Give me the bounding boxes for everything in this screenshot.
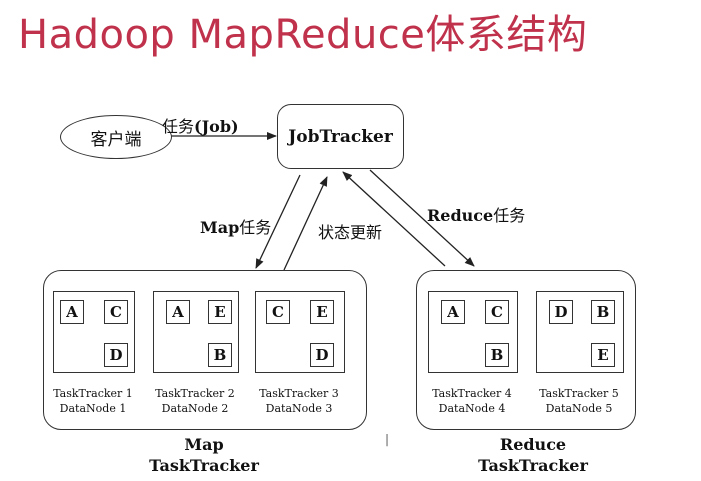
tasktracker-4-box: A C B bbox=[428, 291, 518, 373]
tasktracker-5-box: D B E bbox=[536, 291, 624, 373]
map-group-label-line1: Map bbox=[184, 435, 224, 454]
map-group-label-line2: TaskTracker bbox=[149, 456, 259, 475]
tasktracker-1-name: TaskTracker 1 bbox=[53, 387, 133, 400]
block-a: A bbox=[166, 300, 190, 324]
reduce-group-label-line2: TaskTracker bbox=[478, 456, 588, 475]
reduce-task-label: Reduce任务 bbox=[427, 202, 525, 226]
separator-mark: | bbox=[385, 432, 390, 446]
block-b: B bbox=[591, 300, 615, 324]
block-e: E bbox=[310, 300, 334, 324]
client-label: 客户端 bbox=[90, 129, 142, 150]
reduce-task-label-cjk: 任务 bbox=[493, 206, 526, 225]
tasktracker-3-name: TaskTracker 3 bbox=[259, 387, 339, 400]
arrow-reduce-task bbox=[342, 171, 446, 267]
tasktracker-3-caption: TaskTracker 3 DataNode 3 bbox=[255, 386, 343, 416]
block-d: D bbox=[310, 343, 334, 367]
tasktracker-2-box: A E B bbox=[153, 291, 239, 373]
block-b: B bbox=[208, 343, 232, 367]
tasktracker-4-name: TaskTracker 4 bbox=[432, 387, 512, 400]
status-update-label: 状态更新 bbox=[318, 223, 383, 242]
tasktracker-3-box: C E D bbox=[255, 291, 345, 373]
arrow-status-update bbox=[283, 176, 328, 271]
tasktracker-5-caption: TaskTracker 5 DataNode 5 bbox=[536, 386, 622, 416]
block-a: A bbox=[441, 300, 465, 324]
tasktracker-2-name: TaskTracker 2 bbox=[155, 387, 235, 400]
job-edge-label: 任务(Job) bbox=[162, 113, 239, 137]
reduce-group-label-line1: Reduce bbox=[499, 435, 567, 454]
map-task-label-cjk: 任务 bbox=[239, 218, 272, 237]
map-task-label-map: Map bbox=[200, 218, 240, 237]
datanode-4-name: DataNode 4 bbox=[438, 402, 506, 415]
jobtracker-label: JobTracker bbox=[288, 126, 393, 147]
block-e: E bbox=[208, 300, 232, 324]
block-c: C bbox=[266, 300, 290, 324]
tasktracker-1-caption: TaskTracker 1 DataNode 1 bbox=[53, 386, 133, 416]
reduce-group-label: Reduce TaskTracker bbox=[468, 434, 598, 476]
datanode-1-name: DataNode 1 bbox=[59, 402, 127, 415]
arrow-map-task bbox=[255, 174, 301, 269]
tasktracker-4-caption: TaskTracker 4 DataNode 4 bbox=[428, 386, 516, 416]
datanode-3-name: DataNode 3 bbox=[265, 402, 333, 415]
tasktracker-2-caption: TaskTracker 2 DataNode 2 bbox=[153, 386, 237, 416]
block-d: D bbox=[549, 300, 573, 324]
block-b: B bbox=[485, 343, 509, 367]
map-group-label: Map TaskTracker bbox=[144, 434, 264, 476]
tasktracker-1-box: A C D bbox=[53, 291, 135, 373]
map-task-label: Map任务 bbox=[200, 214, 271, 238]
job-edge-label-job: (Job) bbox=[194, 117, 239, 136]
block-a: A bbox=[60, 300, 84, 324]
job-edge-label-cjk: 任务 bbox=[162, 117, 195, 136]
block-d: D bbox=[104, 343, 128, 367]
jobtracker-node: JobTracker bbox=[277, 104, 404, 169]
datanode-2-name: DataNode 2 bbox=[161, 402, 229, 415]
block-e: E bbox=[591, 343, 615, 367]
arrow-reduce-task-return bbox=[369, 169, 475, 267]
client-node: 客户端 bbox=[60, 115, 172, 159]
block-c: C bbox=[104, 300, 128, 324]
reduce-task-label-reduce: Reduce bbox=[427, 206, 494, 225]
slide-title: Hadoop MapReduce体系结构 bbox=[18, 12, 588, 58]
tasktracker-5-name: TaskTracker 5 bbox=[539, 387, 619, 400]
block-c: C bbox=[485, 300, 509, 324]
datanode-5-name: DataNode 5 bbox=[545, 402, 613, 415]
